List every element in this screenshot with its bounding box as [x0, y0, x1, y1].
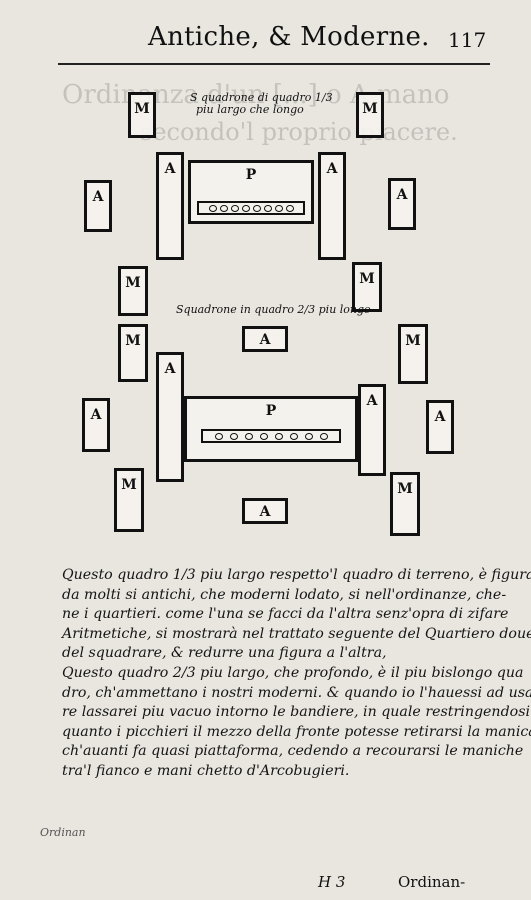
text-line: ch'auanti fa quasi piattaforma, cedendo … [62, 743, 524, 760]
formation-block-a: A [84, 180, 112, 232]
formation-block-m: M [356, 92, 384, 138]
text-line: re lassarei piu vacuo intorno le bandier… [62, 704, 531, 721]
text-line: ne i quartieri. come l'una se facci da l… [62, 606, 509, 623]
bleed-through-line: secondo'l proprio piacere. [140, 118, 458, 146]
formation-block-a: A [156, 152, 184, 260]
pike-square-bottom: P [184, 396, 358, 462]
pike-square-top: P [188, 160, 314, 224]
text-line: Questo quadro 2/3 piu largo, che profond… [62, 664, 524, 681]
formation-block-m: M [118, 266, 148, 316]
pike-row [197, 201, 305, 215]
formation-block-m: M [118, 324, 148, 382]
text-line: da molti si antichi, che moderni lodato,… [62, 586, 507, 603]
formation-block-m: M [352, 262, 382, 312]
text-line: quanto i picchieri il mezzo della fronte… [62, 723, 531, 740]
formation-block-m: M [114, 468, 144, 532]
body-text: Questo quadro 1/3 piu largo respetto'l q… [62, 566, 531, 782]
formation-block-a: A [82, 398, 110, 452]
formation-block-a: A [242, 498, 288, 524]
margin-note: Ordinan [40, 826, 86, 839]
pike-row [201, 429, 341, 443]
formation-block-m: M [390, 472, 420, 536]
diagram-caption-top: S quadrone di quadro 1/3 piu largo che l… [190, 91, 333, 116]
formation-block-a: A [242, 326, 288, 352]
formation-block-a: A [426, 400, 454, 454]
formation-block-a: A [388, 178, 416, 230]
text-line: tra'l fianco e mani chetto d'Arcobugieri… [62, 762, 350, 779]
formation-block-a: A [358, 384, 386, 476]
text-line: Aritmetiche, si mostrarà nel trattato se… [62, 625, 531, 642]
page-number: 117 [448, 28, 487, 52]
formation-block-m: M [398, 324, 428, 384]
catchword: Ordinan- [398, 873, 466, 891]
header-rule [58, 63, 490, 65]
diagram-caption-middle: Squadrone in quadro 2/3 piu longo [176, 303, 371, 316]
formation-block-a: A [318, 152, 346, 260]
running-head: Antiche, & Moderne. [148, 22, 430, 52]
text-line: dro, ch'ammettano i nostri moderni. & qu… [62, 684, 531, 701]
formation-block-a: A [156, 352, 184, 482]
bleed-through-line: Ordinanza d'un [...] o A mano [62, 80, 450, 110]
formation-block-m: M [128, 92, 156, 138]
text-line: del squadrare, & redurre una figura a l'… [62, 645, 387, 662]
text-line: Questo quadro 1/3 piu largo respetto'l q… [62, 567, 531, 583]
signature-mark: H 3 [318, 873, 346, 891]
